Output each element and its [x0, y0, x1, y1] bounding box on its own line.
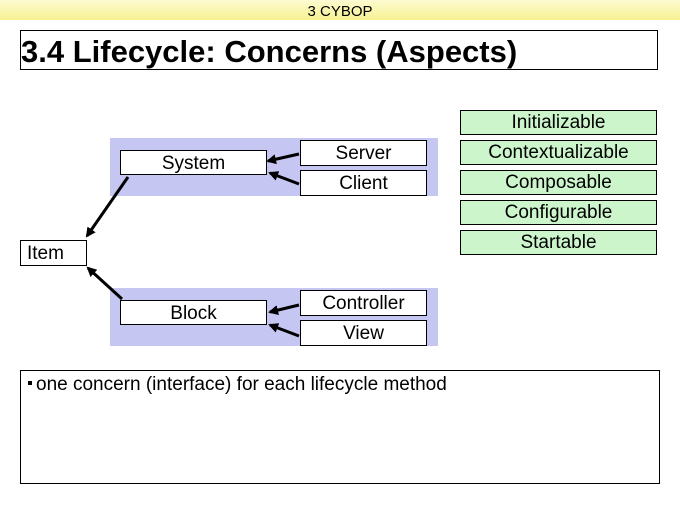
arrow-client-to-system — [268, 171, 300, 186]
system-box: System — [120, 150, 267, 175]
page-title: 3.4 Lifecycle: Concerns (Aspects) — [21, 34, 518, 69]
arrow-block-to-item — [86, 266, 124, 301]
bullet-icon — [28, 381, 32, 385]
item-label: Item — [27, 243, 64, 264]
concern-label: Configurable — [504, 202, 613, 223]
view-label: View — [343, 323, 384, 344]
section-label: 3 CYBOP — [307, 3, 373, 20]
concern-composable: Composable — [460, 170, 657, 195]
concern-label: Initializable — [511, 112, 606, 133]
concern-label: Composable — [505, 172, 612, 193]
controller-box: Controller — [300, 290, 427, 316]
block-box: Block — [120, 300, 267, 325]
client-box: Client — [300, 170, 427, 196]
controller-label: Controller — [322, 293, 405, 314]
block-label: Block — [170, 303, 217, 324]
view-box: View — [300, 320, 427, 346]
title-box: 3.4 Lifecycle: Concerns (Aspects) — [20, 30, 658, 70]
concern-configurable: Configurable — [460, 200, 657, 225]
arrow-controller-to-block — [268, 303, 300, 315]
concern-startable: Startable — [460, 230, 657, 255]
note-text: one concern (interface) for each lifecyc… — [36, 374, 447, 395]
server-box: Server — [300, 140, 427, 166]
item-box: Item — [20, 240, 87, 266]
header-bar: 3 CYBOP — [0, 0, 680, 20]
notes-box: one concern (interface) for each lifecyc… — [20, 370, 660, 484]
arrow-system-to-item — [85, 176, 130, 238]
concern-contextualizable: Contextualizable — [460, 140, 657, 165]
concern-label: Contextualizable — [488, 142, 629, 163]
client-label: Client — [339, 173, 388, 194]
concern-initializable: Initializable — [460, 110, 657, 135]
server-label: Server — [335, 143, 392, 164]
system-label: System — [161, 153, 226, 174]
arrow-view-to-block — [268, 323, 300, 338]
arrow-server-to-system — [266, 152, 300, 165]
concern-label: Startable — [520, 232, 597, 253]
